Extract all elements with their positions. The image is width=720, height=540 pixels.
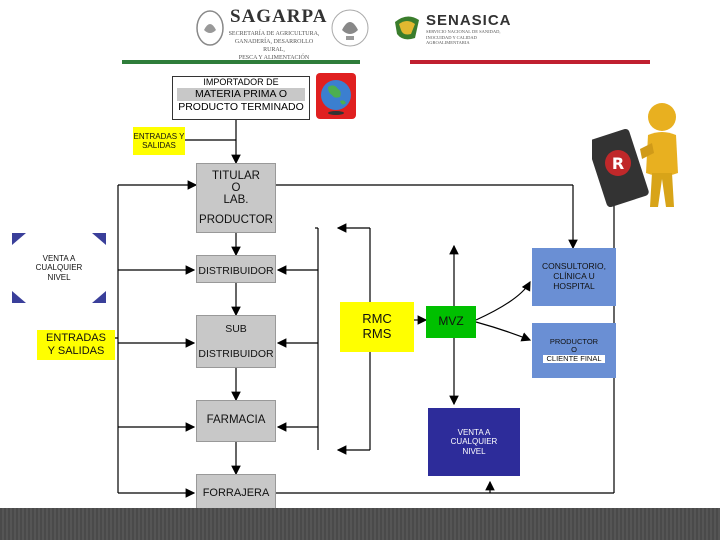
distribuidor-node: DISTRIBUIDOR [196, 255, 276, 283]
header-divider-red [410, 60, 650, 64]
entradas-salidas-top-node: ENTRADAS Y SALIDAS [133, 127, 185, 155]
svg-text:R: R [612, 154, 624, 173]
mexico-seal-icon [195, 8, 225, 48]
mexico-seal-icon [330, 6, 370, 50]
senasica-logo-icon [393, 12, 421, 42]
consultorio-node: CONSULTORIO, CLÍNICA U HOSPITAL [532, 248, 616, 306]
importador-node: IMPORTADOR DE MATERIA PRIMA O PRODUCTO T… [172, 76, 310, 120]
header-divider-green [122, 60, 360, 64]
productor-cliente-node: PRODUCTOR O CLIENTE FINAL [532, 323, 616, 378]
forrajera-node: FORRAJERA [196, 474, 276, 512]
venta-left-node: VENTA A CUALQUIER NIVEL [12, 233, 106, 303]
entradas-salidas-left-node: ENTRADAS Y SALIDAS [37, 330, 115, 360]
registered-book-figure-icon: R [587, 95, 694, 215]
footer-bar [0, 508, 720, 540]
sagarpa-subtitle: SECRETARÍA DE AGRICULTURA, GANADERÍA, DE… [228, 31, 320, 61]
senasica-subtitle: SERVICIO NACIONAL DE SANIDAD, INOCUIDAD … [426, 29, 501, 45]
subdistribuidor-node: SUB DISTRIBUIDOR [196, 315, 276, 368]
titular-node: TITULAR O LAB. PRODUCTOR [196, 163, 276, 233]
venta-right-node: VENTA A CUALQUIER NIVEL [428, 408, 520, 476]
senasica-logo-text: SENASICA [426, 12, 512, 29]
sagarpa-logo-text: SAGARPA [230, 6, 328, 27]
farmacia-node: FARMACIA [196, 400, 276, 442]
globe-icon [316, 73, 356, 119]
rmc-rms-node: RMC RMS [340, 302, 414, 352]
mvz-node: MVZ [426, 306, 476, 338]
